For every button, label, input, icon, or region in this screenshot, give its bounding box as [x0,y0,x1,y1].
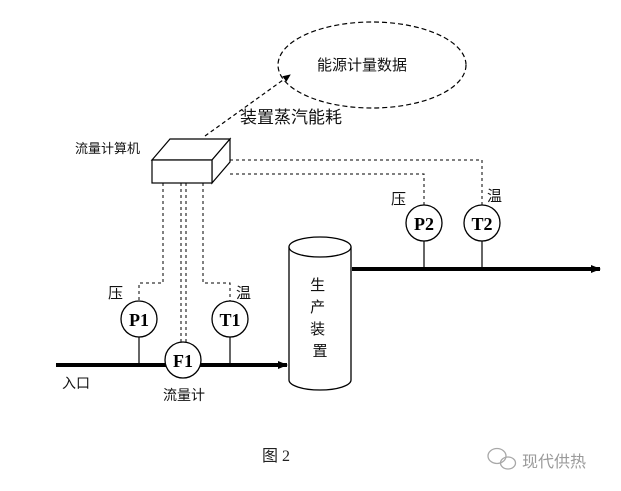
p2-pressure-char: 压 [391,190,406,208]
p2-label: P2 [414,214,434,234]
wechat-icon [487,447,517,470]
vessel-char-3: 装 [310,320,325,338]
t2-label: T2 [471,214,492,234]
watermark-text: 现代供热 [522,452,586,471]
vessel-label: 生 产 装 置 [310,276,330,360]
t2-temperature-char: 温 [487,187,502,205]
signal-lines [138,159,483,346]
production-vessel: 生 产 装 置 [288,236,352,391]
p1-pressure-char: 压 [108,284,123,302]
energy-data-cloud: 能源计量数据 [277,21,467,109]
data-arrow [204,74,291,137]
figure-caption: 图 2 [262,448,290,465]
vessel-char-4: 置 [312,342,327,360]
temperature-gauge-t1: T1 [211,300,249,338]
temperature-gauge-t2: T2 [463,204,501,242]
computer-label: 流量计算机 [75,142,140,157]
flow-computer [150,137,232,185]
flowmeter-label: 流量计 [163,388,205,404]
instrument-stems [138,241,483,363]
p1-label: P1 [129,310,149,330]
t1-label: T1 [219,310,240,330]
pressure-gauge-p1: P1 [120,300,158,338]
arrow-label: 装置蒸汽能耗 [240,108,342,128]
f1-label: F1 [173,351,193,371]
inlet-label: 入口 [62,376,90,392]
cloud-label: 能源计量数据 [317,56,407,74]
watermark: 现代供热 [487,447,586,471]
vessel-char-1: 生 [310,276,325,294]
vessel-char-2: 产 [310,298,325,316]
flowmeter-f1: F1 [164,341,202,379]
pressure-gauge-p2: P2 [405,204,443,242]
t1-temperature-char: 温 [236,284,251,302]
